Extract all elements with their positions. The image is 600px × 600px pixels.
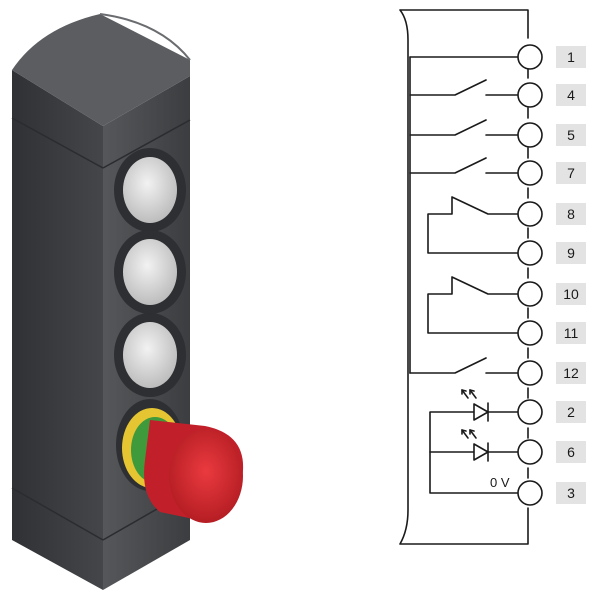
contact-7 xyxy=(409,157,519,174)
terminal-10: 10 xyxy=(517,281,586,307)
terminal-2: 2 xyxy=(517,399,586,425)
terminal-1: 1 xyxy=(517,44,586,70)
estop-red-cap xyxy=(169,429,243,523)
terminal-circle xyxy=(517,439,543,465)
terminal-11: 11 xyxy=(517,320,586,346)
housing-top xyxy=(12,14,190,126)
terminal-list: 1 4 5 7 8 9 10 11 12 2 6 3 xyxy=(517,44,586,506)
terminal-circle xyxy=(517,360,543,386)
terminal-circle xyxy=(517,160,543,186)
led-1-symbol xyxy=(461,389,489,422)
terminal-label-bg xyxy=(556,482,586,504)
terminal-label-bg xyxy=(556,203,586,225)
push-button-2[interactable] xyxy=(114,230,186,314)
terminal-7: 7 xyxy=(517,160,586,186)
terminal-label-bg xyxy=(556,441,586,463)
terminal-8: 8 xyxy=(517,201,586,227)
terminal-number: 11 xyxy=(564,325,579,341)
push-button-3[interactable] xyxy=(114,313,186,397)
terminal-number: 5 xyxy=(567,127,575,143)
terminal-circle xyxy=(517,201,543,227)
contact-5 xyxy=(409,119,519,136)
terminal-circle xyxy=(517,240,543,266)
terminal-5: 5 xyxy=(517,122,586,148)
contact-12 xyxy=(409,357,519,374)
wiring-diagram xyxy=(399,9,529,545)
emergency-stop-button[interactable] xyxy=(116,399,244,523)
push-button-1-cap xyxy=(123,157,177,223)
terminal-number: 10 xyxy=(563,286,579,302)
terminal-label-bg xyxy=(556,362,586,384)
contact-8-9 xyxy=(427,196,519,254)
terminal-label-bg xyxy=(556,84,586,106)
terminal-circle xyxy=(517,44,543,70)
terminal-circle xyxy=(517,122,543,148)
terminal-circle xyxy=(517,320,543,346)
led-2-symbol xyxy=(461,429,489,462)
terminal-number: 6 xyxy=(567,444,575,460)
contact-10-11 xyxy=(427,276,519,334)
terminal-label-bg xyxy=(556,124,586,146)
terminal-label-bg xyxy=(556,401,586,423)
terminal-9: 9 xyxy=(517,240,586,266)
terminal-number: 12 xyxy=(563,365,579,381)
terminal-3: 3 xyxy=(517,480,586,506)
terminal-label-bg xyxy=(556,322,586,344)
terminal-label-bg xyxy=(556,162,586,184)
terminal-label-bg xyxy=(556,242,586,264)
ground-label: 0 V xyxy=(490,475,510,490)
terminal-number: 8 xyxy=(567,206,575,222)
terminal-6: 6 xyxy=(517,439,586,465)
push-button-2-cap xyxy=(123,239,177,305)
terminal-number: 9 xyxy=(567,245,575,261)
terminal-number: 1 xyxy=(567,49,575,65)
push-button-1[interactable] xyxy=(114,148,186,232)
contact-4 xyxy=(409,79,519,96)
diagram-enclosure xyxy=(399,9,529,545)
housing-left-face xyxy=(12,70,103,590)
terminal-number: 3 xyxy=(567,485,575,501)
terminal-label-bg xyxy=(556,46,586,68)
terminal-number: 2 xyxy=(567,404,575,420)
terminal-4: 4 xyxy=(517,82,586,108)
push-button-3-cap xyxy=(123,322,177,388)
terminal-label-bg xyxy=(556,283,586,305)
terminal-number: 4 xyxy=(567,87,575,103)
terminal-circle xyxy=(517,399,543,425)
terminal-circle xyxy=(517,480,543,506)
terminal-12: 12 xyxy=(517,360,586,386)
terminal-circle xyxy=(517,281,543,307)
terminal-circle xyxy=(517,82,543,108)
terminal-number: 7 xyxy=(567,165,575,181)
